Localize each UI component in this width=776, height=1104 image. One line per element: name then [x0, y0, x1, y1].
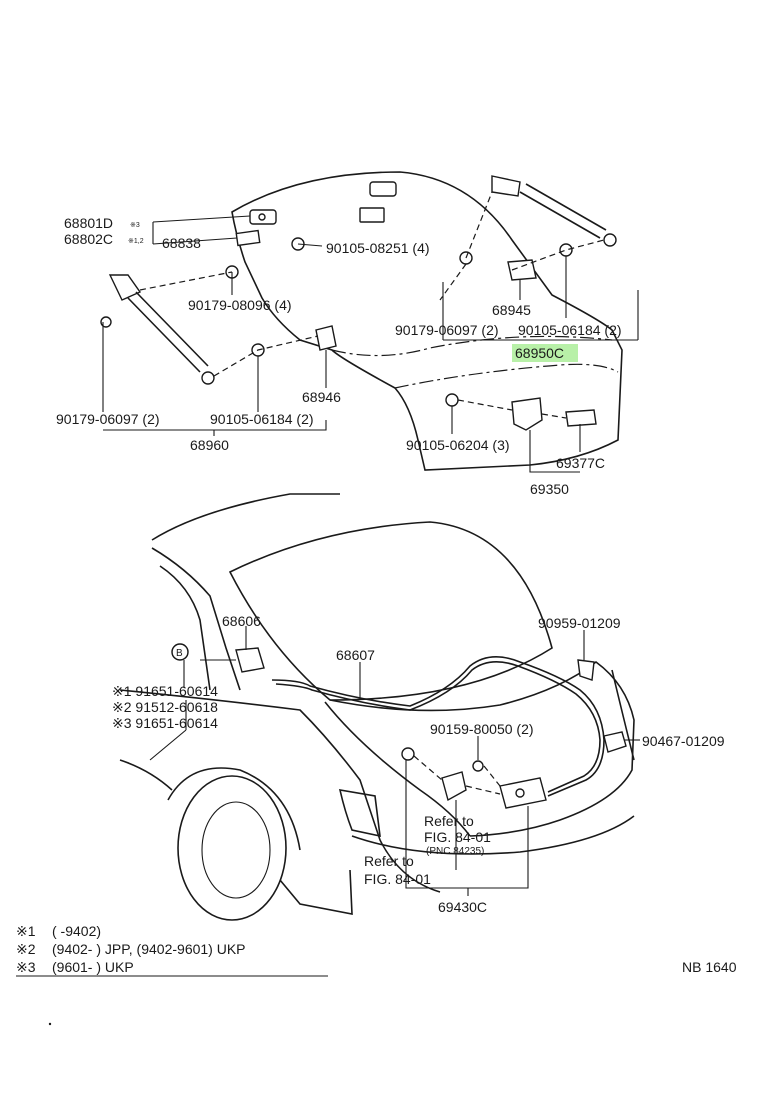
bolt-90105-06204[interactable]	[445, 393, 459, 407]
trunk-lid-outline	[231, 171, 623, 471]
striker-69377c[interactable]	[565, 409, 597, 427]
label-90179-08096: 90179-08096 (4)	[188, 297, 292, 313]
label-90105-06184-left: 90105-06184 (2)	[210, 411, 314, 427]
label-91651-60614-b: ※3 91651-60614	[112, 715, 218, 731]
lower-labels: 68606 68607 B ※1 91651-60614 ※2 91512-60…	[112, 613, 725, 915]
marker-b-circle	[171, 643, 189, 661]
body-side	[119, 689, 441, 893]
label-90105-06204: 90105-06204 (3)	[406, 437, 510, 453]
label-ref2-line2: FIG. 84-01	[364, 871, 431, 887]
figure-code: NB 1640	[682, 959, 737, 975]
rear-window	[228, 521, 553, 701]
label-90159-80050: 90159-80050 (2)	[430, 721, 534, 737]
label-68802c: 68802C	[64, 231, 113, 247]
label-90105-06184-right: 90105-06184 (2)	[518, 322, 622, 338]
label-91651-60614-a: ※1 91651-60614	[112, 683, 218, 699]
hinge-center-top[interactable]	[359, 181, 397, 223]
label-ref1-pnc: (PNC 84235)	[426, 846, 484, 857]
label-ref1-line2: FIG. 84-01	[424, 829, 491, 845]
gas-strut-right[interactable]	[491, 175, 617, 247]
bracket-68945[interactable]	[507, 259, 537, 281]
label-68607: 68607	[336, 647, 375, 663]
label-ref1-line1: Refer to	[424, 813, 474, 829]
release-cable-68607[interactable]	[271, 656, 605, 797]
label-69430c: 69430C	[438, 899, 487, 915]
clip-90467-01209[interactable]	[603, 731, 627, 753]
footnote-2-mark: ※2	[16, 941, 36, 957]
label-90105-08251: 90105-08251 (4)	[326, 240, 430, 256]
marker-b: B	[176, 648, 183, 659]
label-68950c: 68950C	[515, 345, 564, 361]
tail-lamp	[338, 789, 381, 838]
body-lower	[119, 759, 173, 791]
footnote-1-mark: ※1	[16, 923, 36, 939]
lock-69350[interactable]	[511, 397, 543, 431]
upper-leader-lines	[102, 215, 639, 473]
upper-labels: 68801D ※3 68802C ※1,2 68838 90105-08251 …	[56, 215, 622, 497]
label-68801d: 68801D	[64, 215, 113, 231]
label-90959-01209: 90959-01209	[538, 615, 621, 631]
label-68606: 68606	[222, 613, 261, 629]
trunk-lid-inner-curve	[331, 335, 613, 357]
clip-90959-01209[interactable]	[577, 659, 595, 681]
highlight-68950c	[512, 344, 578, 362]
label-91512-60618: ※2 91512-60618	[112, 699, 218, 715]
mudflap	[279, 869, 353, 915]
mark-68802c: ※1,2	[128, 238, 144, 245]
footnote-3-text: (9601- ) UKP	[52, 959, 134, 975]
label-68838: 68838	[162, 235, 201, 251]
hinge-left-top[interactable]	[249, 209, 277, 225]
label-69350: 69350	[530, 481, 569, 497]
c-pillar	[151, 547, 241, 691]
car-rear-body	[119, 493, 635, 921]
trunk-deck	[329, 660, 635, 837]
label-90467-01209: 90467-01209	[642, 733, 725, 749]
label-90179-06097-left: 90179-06097 (2)	[56, 411, 160, 427]
roof-line	[151, 493, 340, 541]
handle-68606[interactable]	[235, 647, 265, 673]
rear-rim	[201, 801, 271, 899]
wheel-arch	[167, 767, 301, 851]
cylinder-part[interactable]	[401, 747, 415, 761]
c-pillar-inner	[159, 565, 211, 691]
bolt-90159-80050[interactable]	[472, 760, 484, 772]
mark-68801d: ※3	[130, 222, 140, 229]
bolt-90105-06184-right[interactable]	[559, 243, 573, 257]
label-69377c: 69377C	[556, 455, 605, 471]
label-68946: 68946	[302, 389, 341, 405]
trunk-lid-rear-edge	[394, 363, 619, 389]
gas-strut-left[interactable]	[108, 274, 215, 385]
latch-bracket[interactable]	[441, 771, 467, 802]
label-ref2-line1: Refer to	[364, 853, 414, 869]
lock-assembly-69430c[interactable]	[499, 777, 547, 809]
trunk-lid-assembly	[100, 171, 623, 471]
footnotes: ※1 ( -9402) ※2 (9402- ) JPP, (9402-9601)…	[16, 923, 328, 977]
lower-leader-lines	[149, 626, 640, 896]
bracket-68946[interactable]	[315, 325, 337, 351]
label-68945: 68945	[492, 302, 531, 318]
footnote-3-mark: ※3	[16, 959, 36, 975]
footnote-2-text: (9402- ) JPP, (9402-9601) UKP	[52, 941, 246, 957]
plate-68838[interactable]	[235, 229, 261, 247]
stray-dot	[48, 1022, 52, 1026]
footnote-1-text: ( -9402)	[52, 923, 101, 939]
label-90179-06097-right: 90179-06097 (2)	[395, 322, 499, 338]
quarter-right	[611, 669, 635, 761]
rear-tire	[177, 775, 287, 921]
rear-bumper	[351, 815, 635, 855]
label-68960: 68960	[190, 437, 229, 453]
